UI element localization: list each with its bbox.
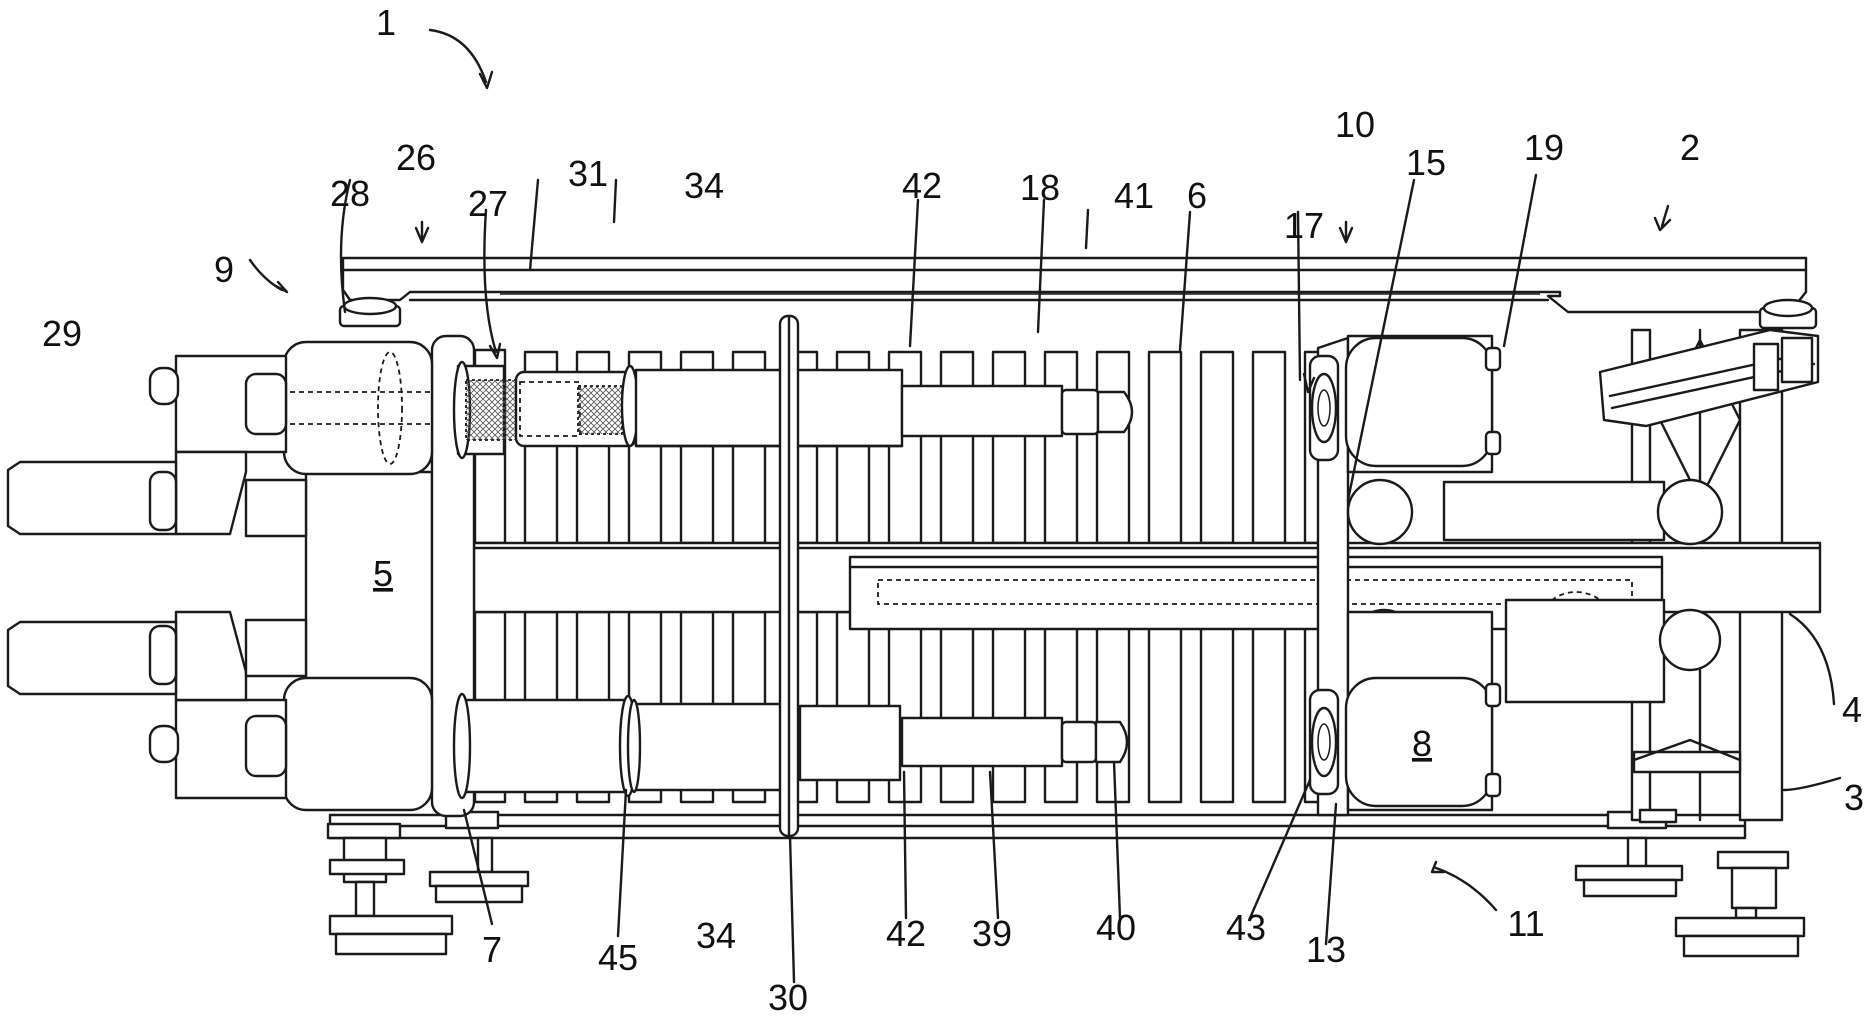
label-40: 40 [1096,907,1136,948]
label-41: 41 [1114,175,1154,216]
label-4: 4 [1842,689,1862,730]
label-1: 1 [376,2,396,43]
bottom-frame [330,815,1745,838]
label-3: 3 [1844,777,1864,818]
label-15: 15 [1406,142,1446,183]
label-43: 43 [1226,907,1266,948]
label-27: 27 [468,183,508,224]
label-7: 7 [482,929,502,970]
label-9: 9 [214,249,234,290]
label-29: 29 [42,313,82,354]
pump-units [8,356,306,798]
center-divider [780,316,798,836]
label-11: 11 [1507,903,1544,944]
label-34-top: 34 [684,165,724,206]
label-26: 26 [396,137,436,178]
label-39: 39 [972,913,1012,954]
label-13: 13 [1306,929,1346,970]
label-30: 30 [768,977,808,1016]
label-17: 17 [1284,205,1324,246]
label-19: 19 [1524,127,1564,168]
label-28: 28 [330,173,370,214]
label-6: 6 [1187,175,1207,216]
label-2: 2 [1680,127,1700,168]
label-42-bottom: 42 [886,913,926,954]
label-10: 10 [1335,104,1375,145]
label-31: 31 [568,153,608,194]
label-5: 5 [373,553,393,594]
label-34-bottom: 34 [696,915,736,956]
label-18: 18 [1020,167,1060,208]
label-42-top: 42 [902,165,942,206]
label-8: 8 [1412,723,1432,764]
label-45: 45 [598,937,638,978]
top-frame [343,258,1806,312]
